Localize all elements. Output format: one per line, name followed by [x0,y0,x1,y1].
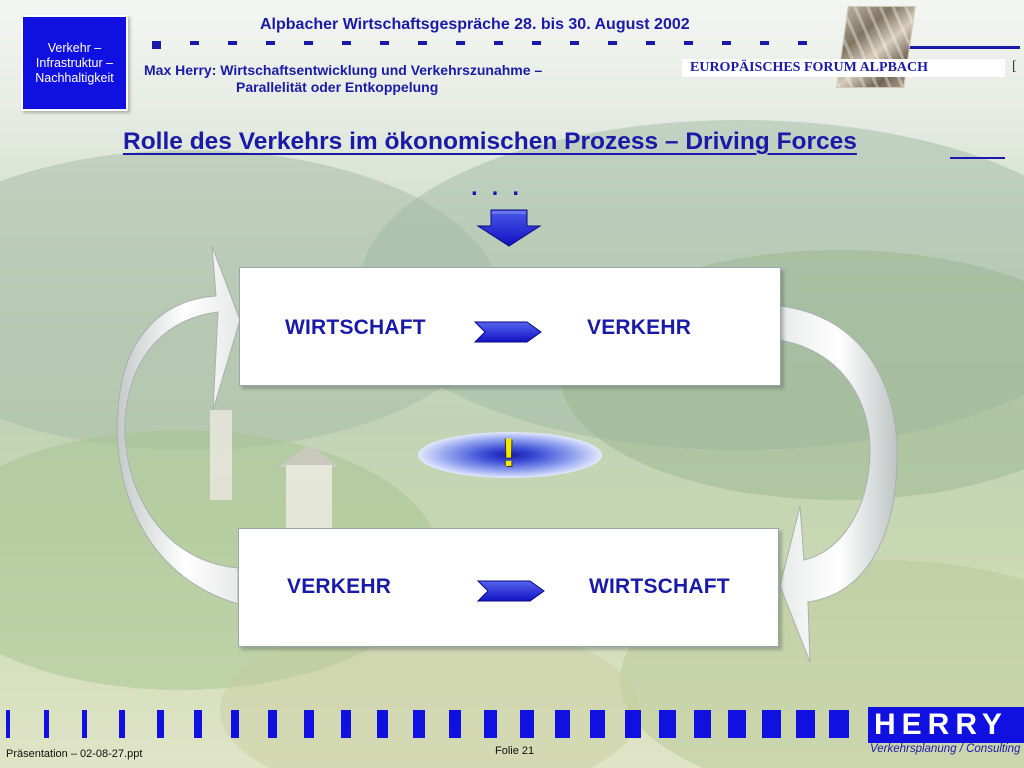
topic-line-2: Infrastruktur – [35,55,114,70]
footer-bar [484,710,498,738]
footer-bar [448,710,462,738]
forum-bracket: [ [1012,59,1017,74]
flow-box-top-right: VERKEHR [587,316,692,339]
flow-box-bottom-right: WIRTSCHAFT [589,575,730,598]
conference-title: Alpbacher Wirtschaftsgespräche 28. bis 3… [260,16,690,33]
herry-logo-text: HERRY [874,708,1008,741]
footer-bar [829,710,850,738]
flow-box-top-left: WIRTSCHAFT [285,316,426,339]
footer-bar [6,710,10,738]
flow-box-top: WIRTSCHAFT VERKEHR [239,267,781,386]
right-arrow-icon [476,580,545,602]
footer-bar [555,710,570,738]
footer-bar [304,710,314,738]
footer-bar [194,710,202,738]
curved-arrow-icon [116,245,241,605]
forum-banner: EUROPÄISCHES FORUM ALPBACH [682,59,1005,77]
footer-bar [693,710,712,738]
slide-number: Folie 21 [495,745,535,757]
slide-title: Rolle des Verkehrs im ökonomischen Proze… [123,128,857,155]
highlight-glow [418,432,602,478]
title-rule [950,157,1005,159]
speaker-line-1: Max Herry: Wirtschaftsentwicklung und Ve… [144,62,543,78]
herry-logo-subtitle: Verkehrsplanung / Consulting [870,743,1021,755]
footer-bar [377,710,388,738]
footer-bar [590,710,606,738]
footer-bar [340,710,352,738]
speaker-line: Max Herry: Wirtschaftsentwicklung und Ve… [144,62,542,96]
down-arrow-icon [476,209,542,247]
cycle-diagram [116,209,898,663]
footer-bar [519,710,534,738]
footer-bar [44,710,49,738]
footer-bar [728,710,746,738]
header-rule [842,46,1020,49]
footer-bar [267,710,277,738]
topic-box: Verkehr – Infrastruktur – Nachhaltigkeit [21,15,128,111]
file-label: Präsentation – 02-08-27.ppt [6,748,143,760]
flow-box-bottom: VERKEHR WIRTSCHAFT [238,528,779,647]
exclamation-mark: ! [502,431,516,475]
footer-bar [231,710,240,738]
footer-bar [156,710,164,738]
footer-bars [0,710,868,738]
curved-arrow-icon [779,305,898,663]
header-dash-row [152,41,852,49]
footer-bar [624,710,641,738]
herry-logo: HERRY [868,707,1024,743]
speaker-line-2: Parallelität oder Entkoppelung [236,79,439,95]
footer-bar [795,710,816,738]
footer-bar [762,710,781,738]
footer-bar [659,710,676,738]
topic-line-1: Verkehr – [47,40,102,55]
topic-line-3: Nachhaltigkeit [35,70,114,85]
forum-label: EUROPÄISCHES FORUM ALPBACH [690,60,929,75]
footer-bar [81,710,88,738]
footer-bar [119,710,126,738]
footer-bar [413,710,425,738]
right-arrow-icon [473,321,542,343]
flow-box-bottom-left: VERKEHR [287,575,392,598]
